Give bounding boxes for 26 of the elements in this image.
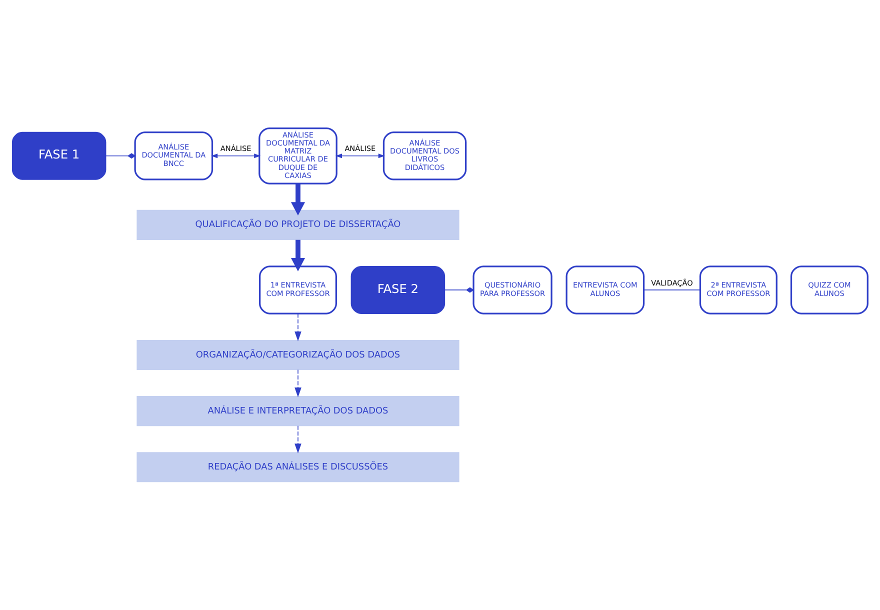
node-box: FASE 1 (12, 132, 106, 180)
connector (444, 287, 474, 293)
edge-label: ANÁLISE (344, 144, 376, 154)
node-box: ENTREVISTA COM ALUNOS (566, 266, 645, 314)
edge-label: ANÁLISE (220, 144, 252, 154)
arrow (290, 240, 306, 272)
node-box: ANÁLISE DOCUMENTAL DOS LIVROS DIDÁTICOS (382, 132, 467, 180)
arrow (335, 154, 385, 158)
connector (105, 153, 136, 159)
node-box: ANÁLISE DOCUMENTAL DA MATRIZ CURRICULAR DE DUQUE DE CAXIAS (258, 127, 338, 184)
node-box: QUIZZ COM ALUNOS (790, 266, 868, 314)
edge-label: VALIDAÇÃO (651, 278, 693, 288)
node-box: QUALIFICAÇÃO DO PROJETO DE DISSERTAÇÃO (136, 210, 460, 240)
arrow (211, 154, 261, 158)
arrow (294, 425, 302, 454)
arrow (294, 369, 302, 398)
node-box: REDAÇÃO DAS ANÁLISES E DISCUSSÕES (136, 452, 460, 482)
node-box: 1ª ENTREVISTA COM PROFESSOR (258, 266, 337, 314)
node-box: QUESTIONÁRIO PARA PROFESSOR (472, 266, 552, 314)
node-box: 2ª ENTREVISTA COM PROFESSOR (699, 266, 778, 314)
arrow (290, 184, 306, 216)
node-box: FASE 2 (350, 266, 446, 314)
arrow (294, 313, 302, 342)
node-box: ANÁLISE DOCUMENTAL DA BNCC (134, 132, 214, 180)
node-box: ANÁLISE E INTERPRETAÇÃO DOS DADOS (136, 396, 460, 426)
node-box: ORGANIZAÇÃO/CATEGORIZAÇÃO DOS DADOS (136, 340, 460, 370)
